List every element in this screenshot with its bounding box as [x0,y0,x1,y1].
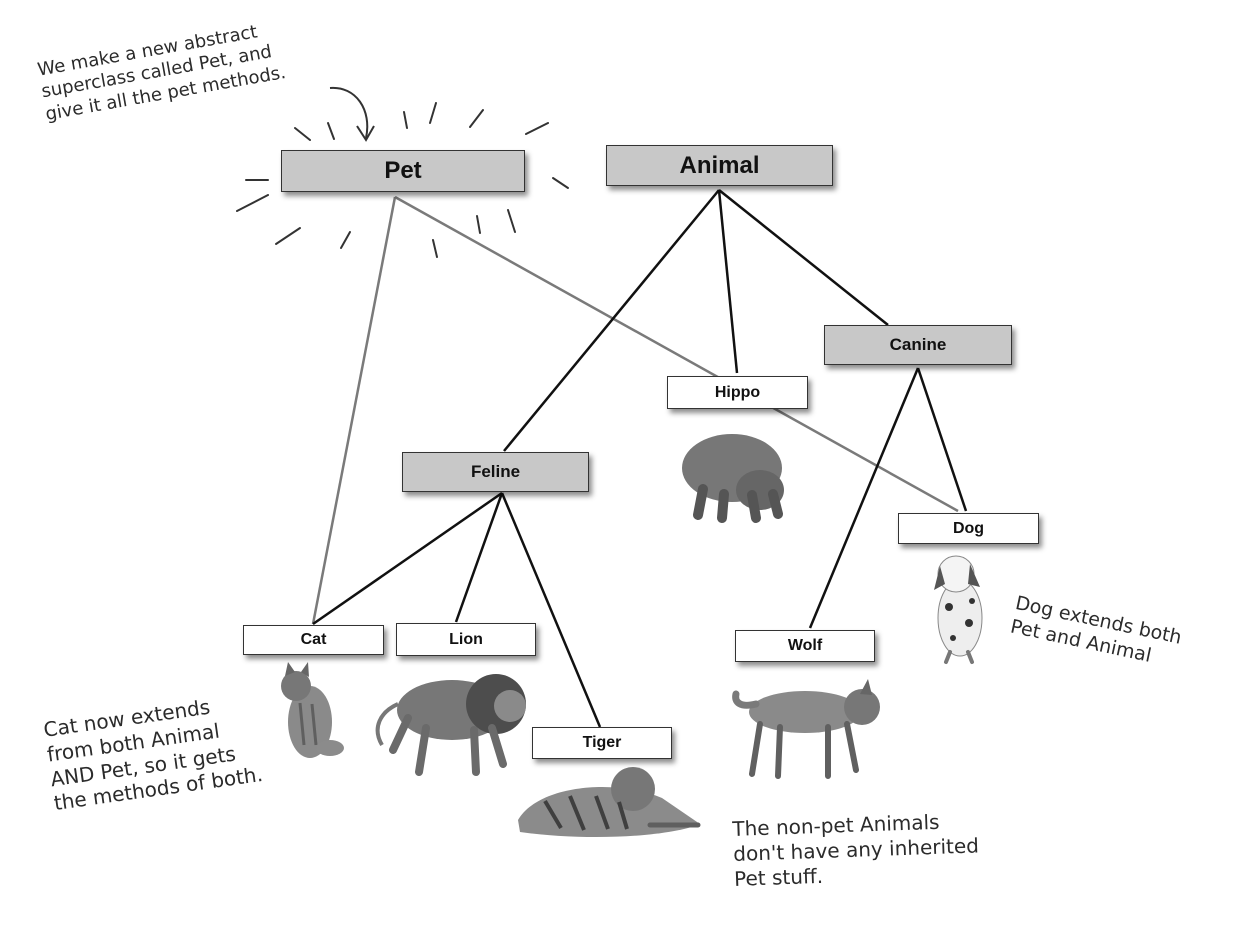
edge-canine-wolf [808,367,920,629]
class-label: Hippo [714,383,761,401]
cat-image [281,662,344,758]
class-label: Lion [449,630,483,648]
class-label: Feline [470,462,521,481]
wolf-image [732,679,880,779]
edge-animal-canine [718,189,889,326]
edge-feline-lion [454,492,504,623]
class-box-pet: Pet [281,150,525,192]
highlight-rays [236,102,569,258]
class-label: Animal [679,151,760,179]
edge-pet-cat [311,196,397,625]
class-label: Tiger [582,734,622,751]
pet-edges [311,195,959,625]
arrow-head-icon [356,125,375,142]
edge-feline-cat [312,491,503,626]
edge-pet-dog [394,195,959,513]
edge-feline-tiger [500,492,602,728]
class-box-tiger: Tiger [532,727,672,759]
class-box-animal: Animal [606,145,833,186]
dog-image [934,555,983,664]
edge-canine-dog [916,367,968,512]
edge-animal-feline [503,189,720,452]
annotation-non-pet-animals: The non-pet Animals don't have any inher… [732,809,980,891]
class-box-lion: Lion [396,623,536,656]
class-label: Canine [889,335,947,354]
edge-animal-hippo [717,189,739,374]
class-box-dog: Dog [898,513,1039,544]
class-label: Cat [300,631,327,648]
animal-edges [312,189,968,728]
class-label: Pet [384,157,422,184]
hippo-image [682,434,784,523]
tiger-image [518,767,701,838]
class-box-wolf: Wolf [735,630,875,662]
class-label: Dog [952,519,985,537]
arrow-to-pet [329,86,369,139]
lion-image [375,674,526,776]
class-box-cat: Cat [243,625,384,655]
class-label: Wolf [787,637,823,654]
class-box-hippo: Hippo [667,376,808,409]
class-box-feline: Feline [402,452,589,492]
class-box-canine: Canine [824,325,1012,365]
